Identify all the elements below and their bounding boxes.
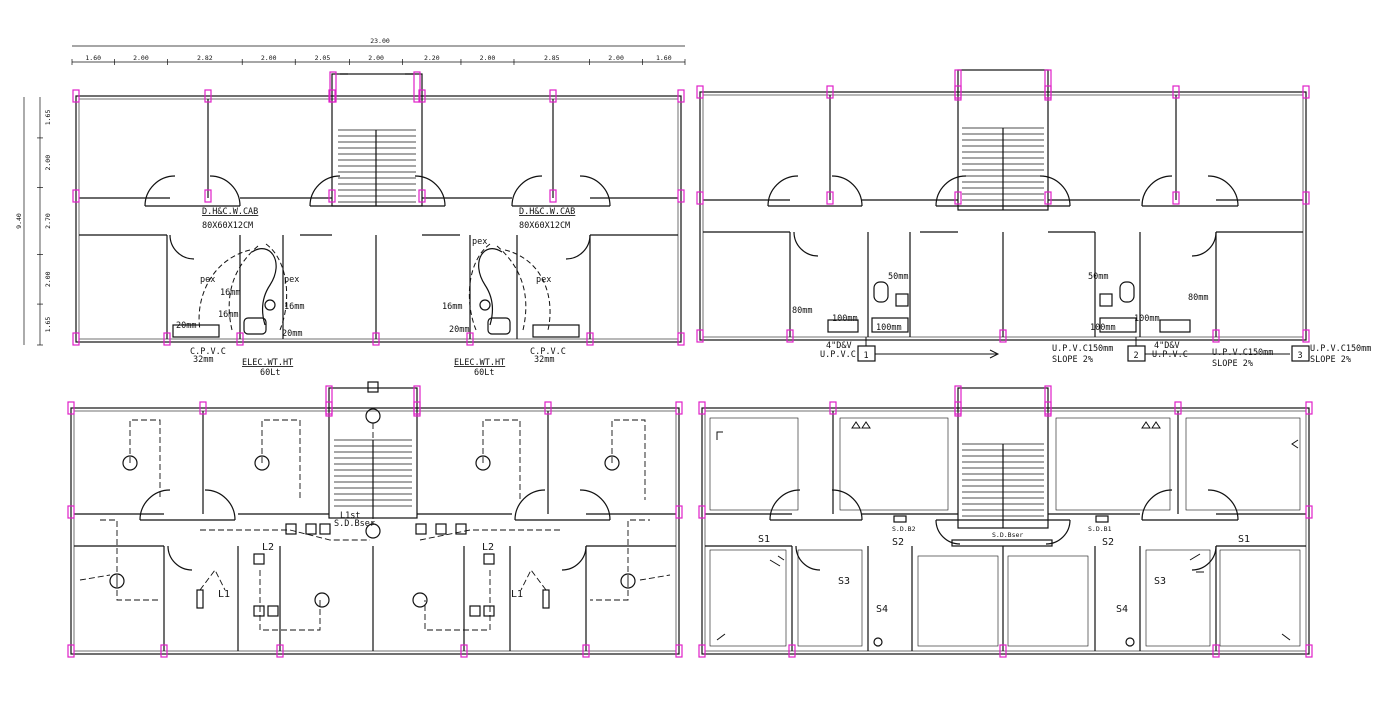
- cabinet-label-left: D.H&C.W.CAB: [202, 207, 258, 217]
- heater-label-left: ELEC.WT.HT: [242, 358, 293, 368]
- pex-label-1: pex: [200, 275, 215, 285]
- plan-drainage: 1 2 3 50mm 50mm 80mm 80mm 100mm 100mm 10…: [699, 69, 1371, 369]
- pipe-100-3: 100mm: [1090, 323, 1116, 333]
- switch-s3-left: S3: [838, 576, 850, 587]
- switch-s4-right: S4: [1116, 604, 1128, 615]
- pipe-16-label-2: 16mm: [218, 310, 238, 320]
- plan-lighting: L1 L1 L2 L2 L1st S.D.Bser: [70, 381, 680, 655]
- heater-capacity-left: 60Lt: [260, 368, 280, 378]
- slope-3: SLOPE 2%: [1310, 355, 1351, 365]
- sub-panel-right: S.D.B1: [1088, 525, 1112, 533]
- switch-s1-right: S1: [1238, 534, 1250, 545]
- top-dimension-labels: 1.60 2.00 2.82 2.00 2.05 2.00 2.20 2.00 2.85 2.00…: [85, 54, 671, 62]
- slope-1: SLOPE 2%: [1052, 355, 1093, 365]
- side-dim-4: 1.65: [44, 317, 52, 333]
- top-dim-9: 2.00: [608, 54, 624, 62]
- top-dim-1: 2.00: [133, 54, 149, 62]
- lighting-panel: S.D.Bser: [334, 519, 375, 529]
- light-l2-left: L2: [262, 542, 274, 553]
- heater-label-right: ELEC.WT.HT: [454, 358, 505, 368]
- switch-s3-right: S3: [1154, 576, 1166, 587]
- pipe-16-label-4: 16mm: [442, 302, 462, 312]
- top-dim-7: 2.00: [480, 54, 496, 62]
- light-l1-right: L1: [511, 589, 523, 600]
- top-dim-8: 2.85: [544, 54, 560, 62]
- side-dimension-labels: 1.65 2.00 2.70 2.00 1.65: [44, 110, 52, 333]
- switch-s2-right: S2: [1102, 537, 1114, 548]
- overall-depth-label: 9.40: [15, 213, 23, 229]
- switch-s4-left: S4: [876, 604, 888, 615]
- top-dim-3: 2.00: [261, 54, 277, 62]
- power-panel: S.D.Bser: [992, 531, 1023, 539]
- sub-panel-left: S.D.B2: [892, 525, 916, 533]
- heater-capacity-right: 60Lt: [474, 368, 494, 378]
- top-dim-2: 2.82: [197, 54, 213, 62]
- pipe-100-1: 100mm: [832, 314, 858, 324]
- top-dim-4: 2.05: [315, 54, 331, 62]
- switch-s1-left: S1: [758, 534, 770, 545]
- main-pipe-1: U.P.V.C150mm: [1052, 344, 1113, 354]
- drain-size-right: 32mm: [534, 355, 554, 365]
- plan-plumbing-supply: D.H&C.W.CAB 80X60X12CM D.H&C.W.CAB 80X60…: [75, 73, 682, 378]
- light-l2-right: L2: [482, 542, 494, 553]
- top-dim-6: 2.20: [424, 54, 440, 62]
- lighting-panel-tag: L1st: [340, 511, 360, 521]
- stack-label-left: 4"D&V: [826, 341, 852, 351]
- manhole-3: 3: [1297, 351, 1302, 361]
- pipe-20-label-1: 20mm: [176, 321, 196, 331]
- pipe-20-label-2: 20mm: [282, 329, 302, 339]
- material-right: U.P.V.C: [1152, 350, 1188, 360]
- overall-width-label: 23.00: [370, 37, 390, 45]
- dimension-lines: [23, 45, 686, 346]
- top-dim-0: 1.60: [85, 54, 101, 62]
- pipe-16-label-1: 16mm: [220, 288, 240, 298]
- material-left: U.P.V.C: [820, 350, 856, 360]
- stack-label-right: 4"D&V: [1154, 341, 1180, 351]
- pipe-100-4: 100mm: [1134, 314, 1160, 324]
- column-markers: [67, 69, 1313, 658]
- top-dim-5: 2.00: [368, 54, 384, 62]
- cabinet-size-left: 80X60X12CM: [202, 221, 253, 231]
- cabinet-label-right: D.H&C.W.CAB: [519, 207, 575, 217]
- main-pipe-3: U.P.V.C150mm: [1310, 344, 1371, 354]
- pipe-80-left: 80mm: [792, 306, 812, 316]
- pipe-50-left: 50mm: [888, 272, 908, 282]
- light-l1-left: L1: [218, 589, 230, 600]
- plan-power: S1 S1 S2 S2 S3 S3 S4 S4 S.D.Bser S.D.B2 …: [701, 387, 1310, 655]
- top-dim-10: 1.60: [656, 54, 672, 62]
- side-dim-1: 2.00: [44, 155, 52, 171]
- side-dim-0: 1.65: [44, 110, 52, 126]
- manhole-1: 1: [863, 351, 868, 361]
- pipe-50-right: 50mm: [1088, 272, 1108, 282]
- side-dim-2: 2.70: [44, 213, 52, 229]
- pipe-100-2: 100mm: [876, 323, 902, 333]
- pex-label-3: pex: [472, 237, 487, 247]
- manhole-2: 2: [1133, 351, 1138, 361]
- slope-2: SLOPE 2%: [1212, 359, 1253, 369]
- cabinet-size-right: 80X60X12CM: [519, 221, 570, 231]
- drain-label-right: C.P.V.C: [530, 347, 566, 357]
- pex-label-4: pex: [536, 275, 551, 285]
- drain-size-left: 32mm: [193, 355, 213, 365]
- drain-label-left: C.P.V.C: [190, 347, 226, 357]
- pipe-16-label-3: 16mm: [284, 302, 304, 312]
- switch-s2-left: S2: [892, 537, 904, 548]
- main-pipe-2: U.P.V.C150mm: [1212, 348, 1273, 358]
- pipe-80-right: 80mm: [1188, 293, 1208, 303]
- side-dim-3: 2.00: [44, 271, 52, 287]
- pex-label-2: pex: [284, 275, 299, 285]
- pipe-20-label-3: 20mm: [449, 325, 469, 335]
